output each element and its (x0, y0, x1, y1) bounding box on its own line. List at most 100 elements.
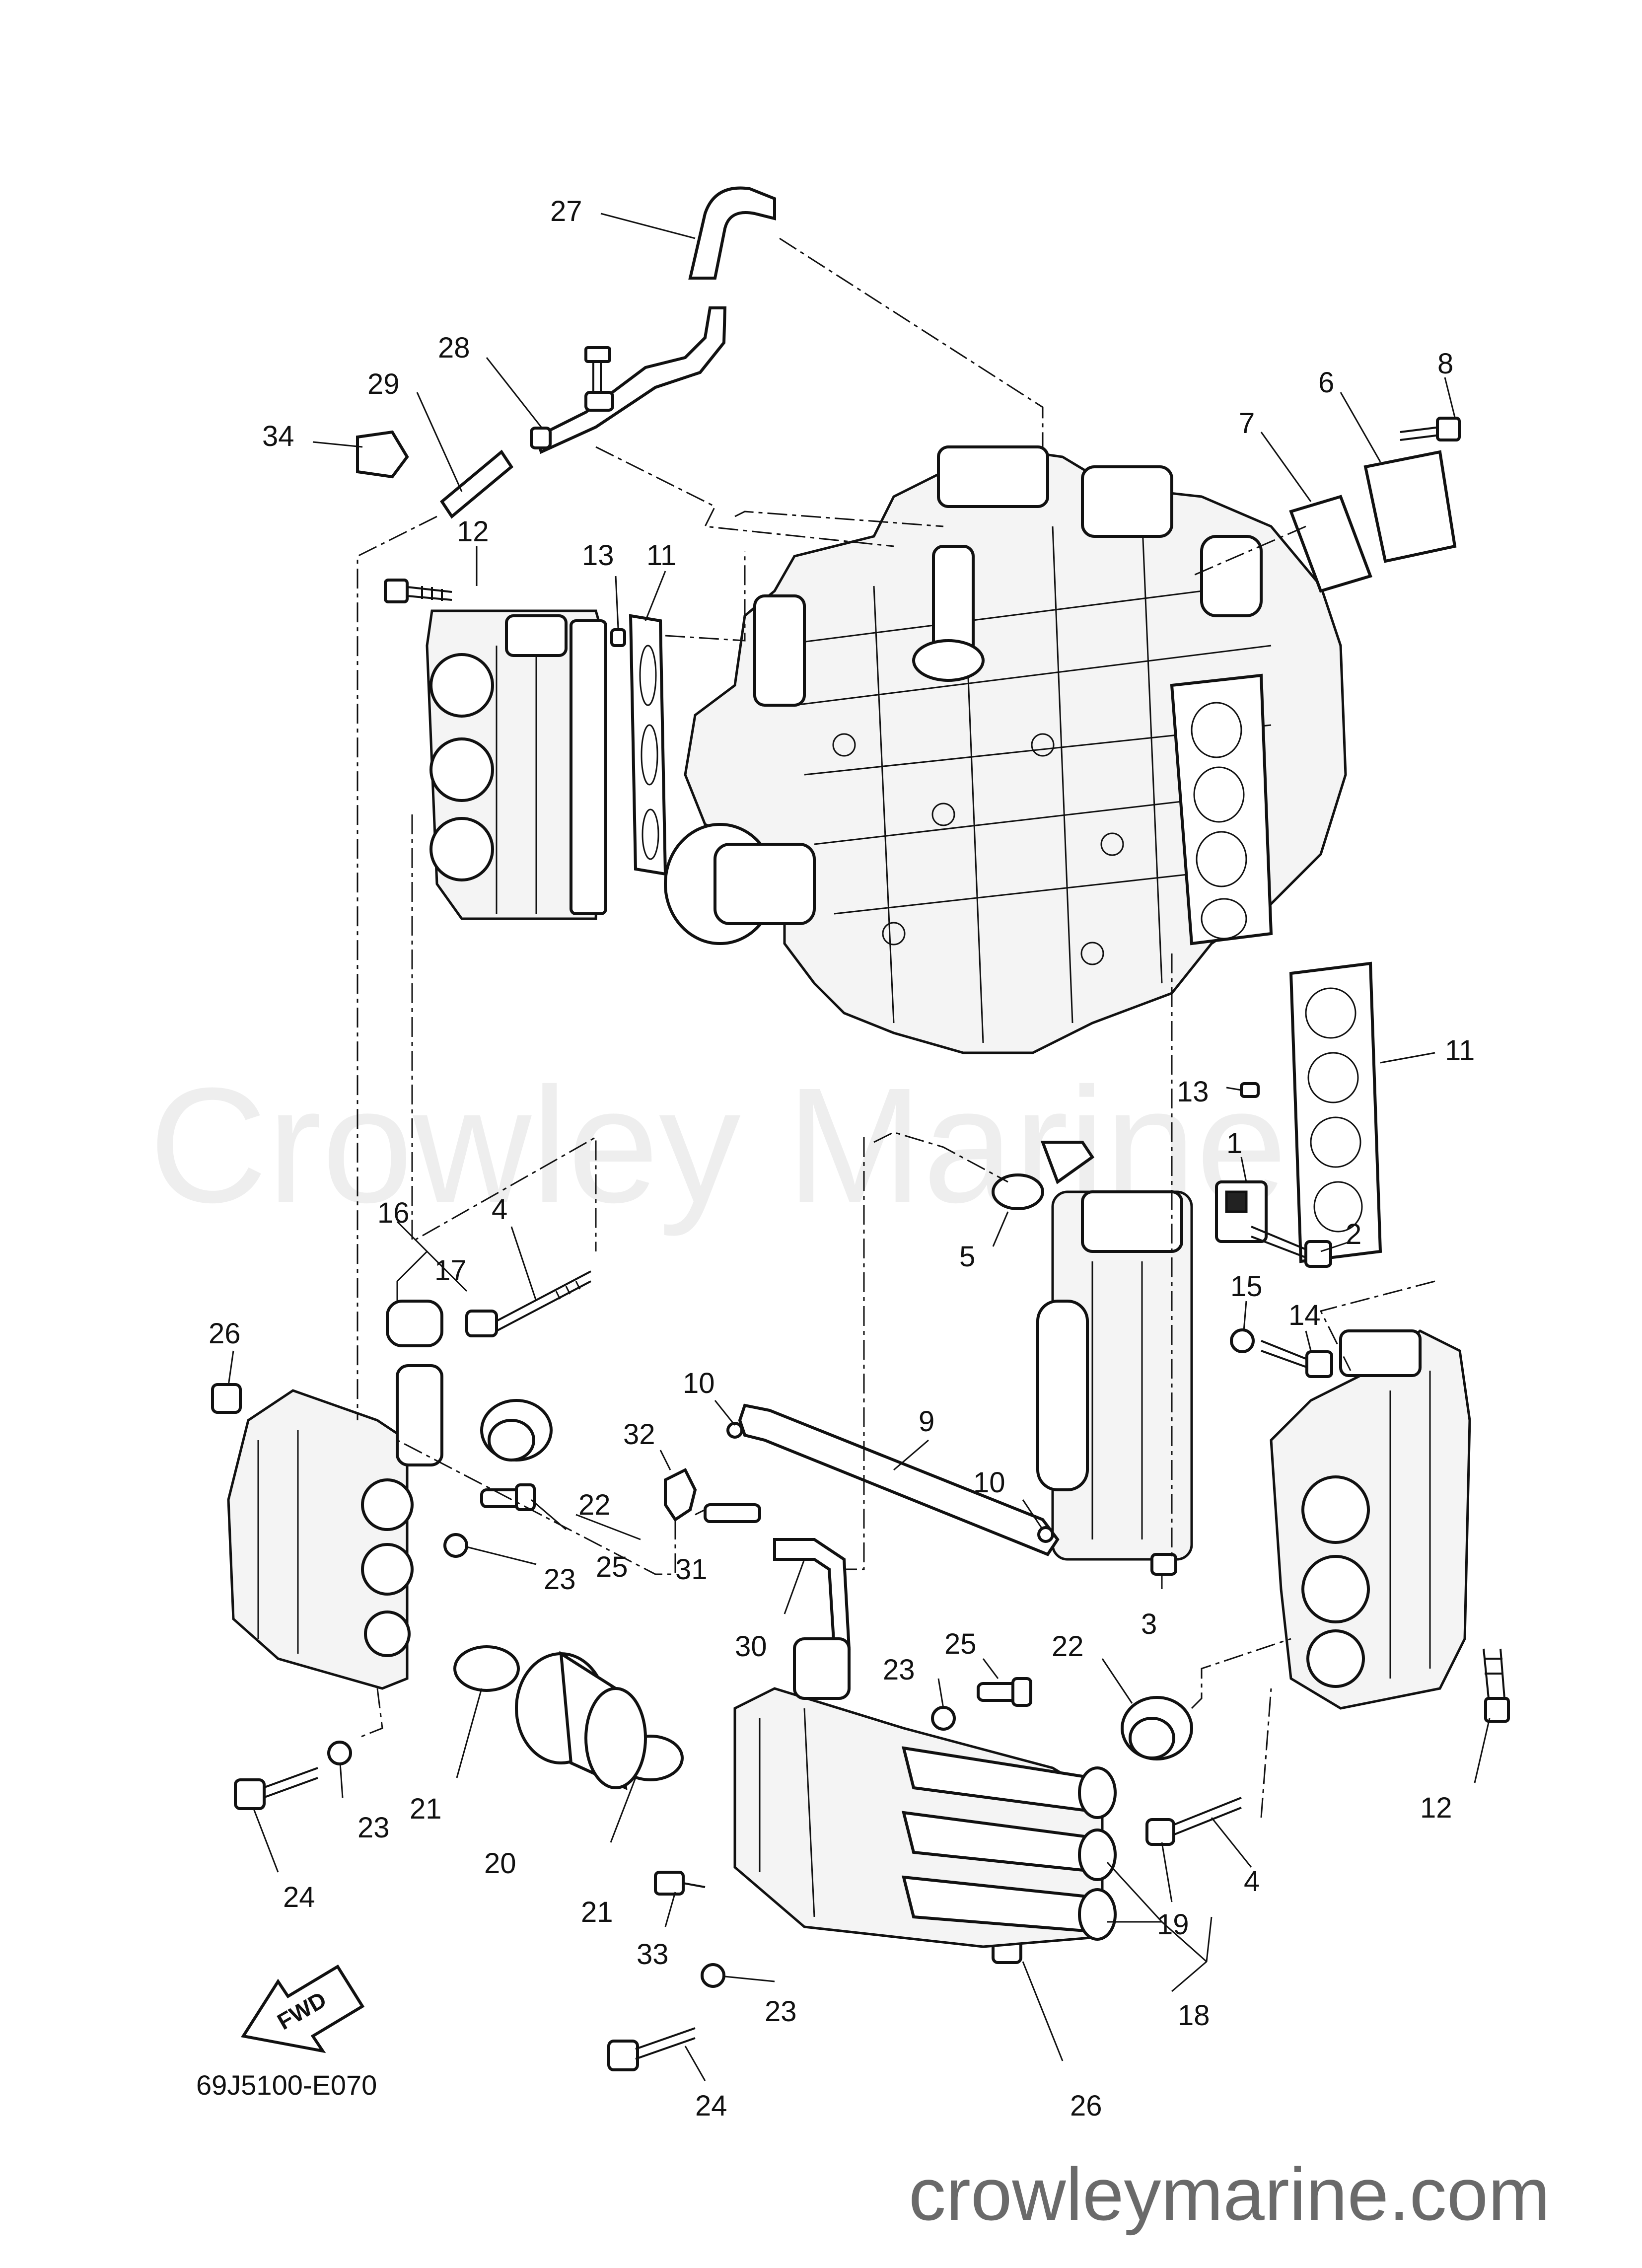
callout-21-left: 21 (410, 1793, 442, 1825)
gasket-right (1289, 961, 1382, 1263)
callout-31: 31 (675, 1553, 708, 1586)
dowel-pin-right (1240, 1082, 1260, 1098)
callout-23-lower-right: 23 (765, 1995, 797, 2028)
callout-20: 20 (484, 1847, 516, 1880)
cover-plate-6 (1363, 450, 1457, 563)
callout-24-right: 24 (695, 2090, 727, 2122)
callout-12-lower: 12 (1420, 1792, 1452, 1824)
clamp-3 (1150, 1553, 1177, 1576)
callout-7: 7 (1239, 407, 1255, 439)
callout-30: 30 (735, 1630, 767, 1663)
callout-23-mid: 23 (883, 1654, 915, 1686)
callout-28: 28 (438, 332, 470, 364)
grommet-22-right (1121, 1696, 1193, 1760)
drawing-code: 69J5100-E070 (196, 2069, 377, 2101)
bolt-25-left (480, 1483, 536, 1511)
collar-17 (465, 1310, 498, 1337)
callout-16: 16 (377, 1197, 410, 1229)
leader-lines (227, 213, 1491, 2081)
callout-22-left: 22 (578, 1489, 611, 1521)
callout-6: 6 (1318, 366, 1334, 399)
callout-21-right: 21 (581, 1896, 613, 1928)
callout-34: 34 (262, 420, 294, 452)
callout-8: 8 (1437, 348, 1453, 380)
dowel-pin-left (610, 628, 626, 647)
callout-3: 3 (1141, 1608, 1157, 1640)
bolt-2 (1251, 1226, 1332, 1268)
bolt-12-right (1483, 1648, 1510, 1723)
collar-19 (1145, 1818, 1175, 1846)
callout-18: 18 (1178, 1999, 1210, 2032)
callout-4-upper: 4 (492, 1193, 507, 1226)
callout-5: 5 (959, 1241, 975, 1273)
breather-pipe-28 (530, 306, 727, 454)
website-url[interactable]: crowleymarine.com (909, 2152, 1550, 2236)
callout-4-lower: 4 (1244, 1865, 1260, 1898)
callout-10-lower: 10 (973, 1466, 1005, 1499)
callout-10-upper: 10 (683, 1367, 715, 1399)
callout-26-right: 26 (1070, 2090, 1102, 2122)
callout-22-right: 22 (1052, 1630, 1084, 1663)
hose-clamp-5 (992, 1173, 1044, 1210)
gasket-7 (1289, 495, 1372, 593)
callout-19: 19 (1157, 1908, 1189, 1941)
callout-29: 29 (367, 368, 400, 400)
callout-15: 15 (1230, 1270, 1263, 1303)
callout-23-upper: 23 (544, 1563, 576, 1596)
intake-joint-20 (515, 1651, 647, 1790)
bolt-24-left (234, 1767, 318, 1810)
callout-25-right: 25 (944, 1628, 977, 1660)
bracket-1 (1215, 1180, 1268, 1243)
vapor-separator-assembly (1036, 1141, 1193, 1561)
clip-34 (356, 430, 409, 479)
throttle-body-right (1270, 1329, 1471, 1710)
bolt-14 (1261, 1340, 1333, 1378)
callout-14: 14 (1288, 1299, 1321, 1331)
bolt-8 (1400, 417, 1461, 441)
grommet-22-left (480, 1399, 553, 1462)
callout-32: 32 (623, 1418, 655, 1451)
callout-labels: 27 8 6 7 28 29 34 12 13 11 13 11 1 4 5 2… (209, 195, 1475, 2122)
stud-bolt-4-left (496, 1270, 591, 1332)
callout-26-left: 26 (209, 1317, 241, 1350)
collar-23-d (701, 1963, 725, 1988)
callout-13-left: 13 (582, 539, 614, 572)
nut-26-left (211, 1383, 242, 1414)
fwd-arrow: FWD (241, 1964, 365, 2053)
hose-9 (738, 1403, 1060, 1556)
callout-25-left: 25 (596, 1551, 628, 1583)
callout-17: 17 (434, 1254, 467, 1287)
callout-27: 27 (550, 195, 582, 227)
stud-bolt-4-right (1166, 1797, 1242, 1838)
gasket-left (629, 614, 667, 876)
callout-11-left: 11 (646, 539, 676, 572)
sensor-33 (654, 1871, 706, 1896)
washer-15 (1230, 1328, 1255, 1353)
callout-11-right: 11 (1445, 1034, 1475, 1067)
callout-1: 1 (1226, 1127, 1242, 1160)
bolt-25-right (977, 1677, 1032, 1707)
collar-23-c (327, 1741, 352, 1765)
hose-30 (773, 1538, 851, 1650)
intake-silencer-left (227, 1300, 443, 1690)
bolt-12-left (384, 579, 452, 603)
engine-block (664, 445, 1347, 1054)
throttle-body-left (426, 609, 607, 920)
hose-27 (688, 186, 776, 280)
intake-silencer-right (733, 1637, 1117, 1948)
callout-23-lower-left: 23 (357, 1812, 390, 1844)
hose-clamp-21-a (453, 1645, 520, 1692)
hose-29 (440, 449, 513, 519)
callout-12-top: 12 (457, 515, 489, 548)
callout-2: 2 (1346, 1218, 1361, 1250)
elbow-32 (664, 1467, 697, 1522)
clip-10 (726, 1422, 1054, 1543)
callout-24-left: 24 (283, 1881, 315, 1913)
callout-9: 9 (919, 1405, 934, 1438)
collar-23-b (931, 1706, 956, 1731)
callout-13-right: 13 (1177, 1076, 1209, 1108)
collar-23-a (443, 1533, 468, 1558)
callout-33: 33 (637, 1938, 669, 1971)
connector-31 (704, 1503, 761, 1523)
